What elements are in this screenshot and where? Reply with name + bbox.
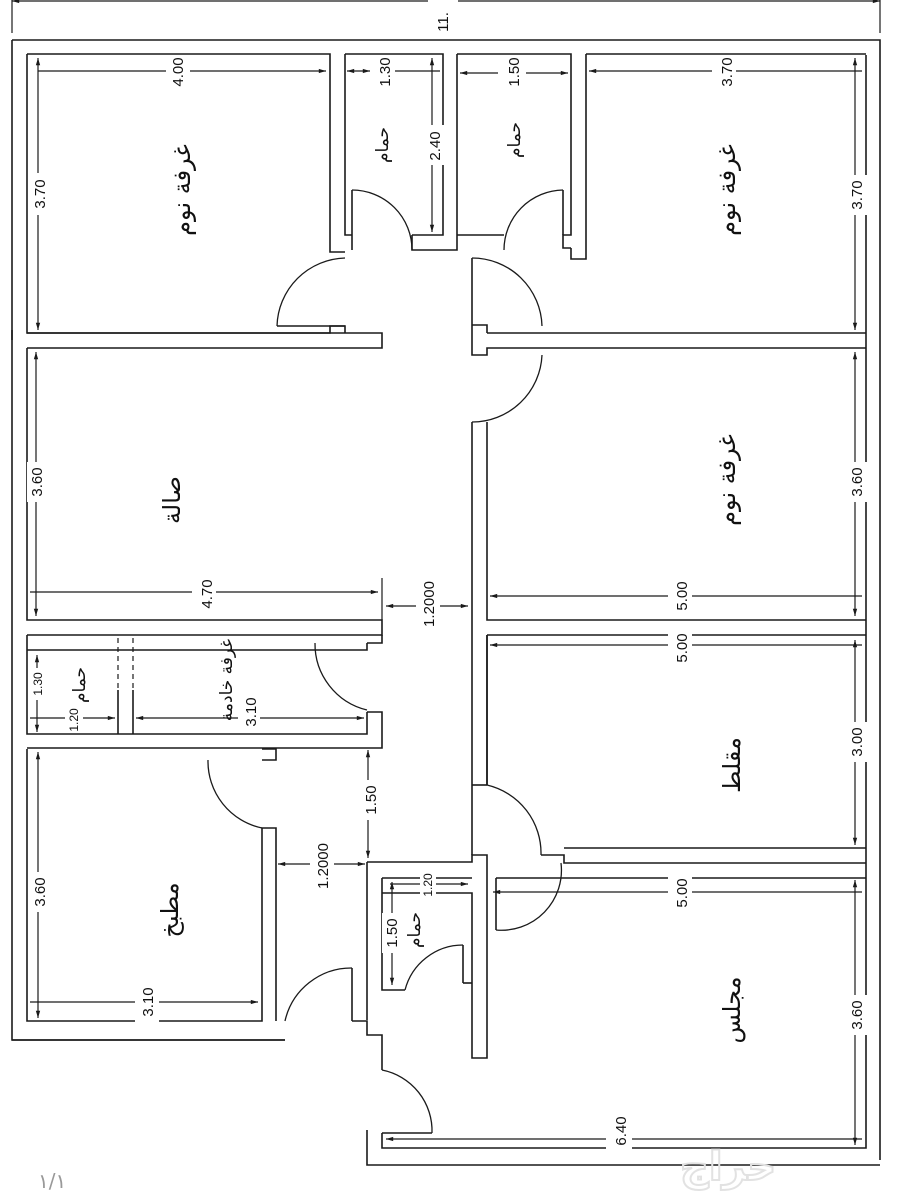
hall-depth: 3.60 — [29, 467, 46, 496]
living-room: 5.00 3.00 مقلط — [472, 628, 867, 864]
bath-top-1-label: حمام — [373, 127, 393, 163]
corridor-lower-width: 1.2000 — [315, 843, 332, 889]
hall-width: 4.70 — [199, 579, 216, 608]
guest-bath-depth: 1.50 — [384, 918, 401, 947]
bedroom-middle-right: 5.00 3.60 غرفة نوم — [490, 352, 867, 617]
bedroom-top-right-width: 3.70 — [719, 57, 736, 86]
bedroom-middle-right-width: 5.00 — [674, 581, 691, 610]
bath-top-1-width: 1.30 — [377, 57, 394, 86]
kitchen-width: 3.10 — [140, 987, 157, 1016]
majlis-depth: 3.60 — [849, 1000, 866, 1029]
corridor-lower: 1.50 1.2000 — [278, 749, 380, 898]
bath-top-1-depth: 2.40 — [427, 131, 444, 160]
bath-top-2-label: حمام — [505, 122, 525, 158]
overall-width-label: 11. — [435, 12, 452, 32]
bedroom-top-left-width: 4.00 — [170, 57, 187, 86]
maid-room: 1.30 1.20 حمام 3.10 غرفة خادمة — [26, 635, 383, 749]
majlis-label: مجلس — [718, 977, 746, 1044]
bedroom-top-right-label: غرفة نوم — [713, 144, 741, 236]
living-room-label: مقلط — [718, 737, 746, 793]
bedroom-top-right: 3.70 3.70 غرفة نوم — [471, 53, 867, 356]
living-room-depth: 3.00 — [849, 727, 866, 756]
bath-top-2: 1.50 حمام — [457, 53, 572, 251]
corridor-lower-depth: 1.50 — [363, 785, 380, 814]
guest-bath-label: حمام — [405, 912, 425, 948]
maid-bath-depth: 1.30 — [31, 672, 45, 696]
majlis-width-bottom: 6.40 — [613, 1116, 630, 1145]
maid-room-label: غرفة خادمة — [217, 639, 237, 722]
central-wall: 1.2000 — [386, 354, 866, 855]
kitchen-depth: 3.60 — [32, 877, 49, 906]
living-room-width: 5.00 — [674, 633, 691, 662]
guest-bath-width: 1.20 — [421, 873, 435, 897]
overall-dimension: 11. — [11, 0, 881, 33]
guest-bath: 1.20 1.50 حمام — [366, 854, 488, 1059]
maid-room-width: 3.10 — [243, 697, 260, 726]
majlis-width: 5.00 — [674, 878, 691, 907]
bath-top-2-width: 1.50 — [506, 57, 523, 86]
maid-bath-label: حمام — [70, 667, 90, 703]
kitchen: 3.60 3.10 مطبخ — [12, 748, 383, 1070]
bedroom-top-left-depth: 3.70 — [32, 179, 49, 208]
bedroom-top-left-label: غرفة نوم — [168, 144, 196, 236]
maid-bath-width: 1.20 — [67, 708, 81, 732]
bath-top-1: 1.30 2.40 حمام — [344, 53, 458, 251]
bedroom-middle-right-depth: 3.60 — [849, 467, 866, 496]
hall-label: صالة — [158, 476, 186, 524]
bedroom-top-left: 4.00 3.70 غرفة نوم — [26, 53, 383, 349]
hall: 3.60 4.70 صالة — [26, 348, 383, 636]
corridor-upper-width: 1.2000 — [421, 581, 438, 627]
kitchen-label: مطبخ — [156, 882, 184, 937]
watermark-logo: حراج — [680, 1144, 776, 1190]
bedroom-middle-right-label: غرفة نوم — [713, 434, 741, 526]
bedroom-top-right-depth: 3.70 — [849, 180, 866, 209]
majlis: 5.00 3.60 6.40 مجلس — [381, 862, 867, 1152]
page-number: ١/١ — [38, 1169, 66, 1193]
